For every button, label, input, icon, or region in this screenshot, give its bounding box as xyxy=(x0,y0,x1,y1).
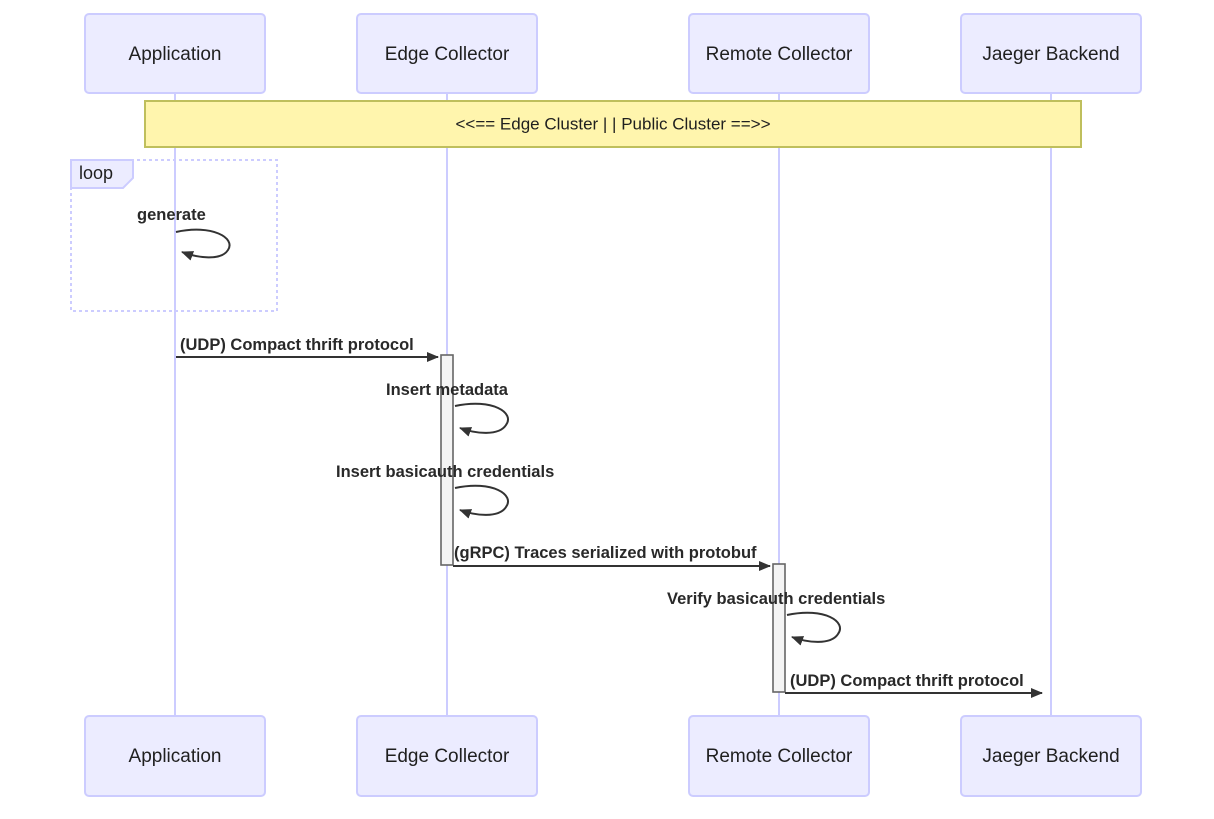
loop-fragment-tag xyxy=(70,159,134,189)
message-label: Insert basicauth credentials xyxy=(336,463,554,481)
loop-fragment-label: loop xyxy=(79,163,113,183)
participant-header-jaeger-backend[interactable]: Jaeger Backend xyxy=(960,13,1142,94)
participant-label: Jaeger Backend xyxy=(982,746,1119,767)
participant-label: Application xyxy=(129,746,222,767)
participant-label: Edge Collector xyxy=(385,44,510,65)
participant-footer-application[interactable]: Application xyxy=(84,715,266,797)
message-label: Insert metadata xyxy=(386,381,509,399)
message-label: Verify basicauth credentials xyxy=(667,590,885,608)
participant-box[interactable] xyxy=(960,13,1142,94)
message-insert-metadata[interactable]: Insert metadata xyxy=(386,381,509,437)
message-label: (UDP) Compact thrift protocol xyxy=(180,336,414,354)
participant-label: Edge Collector xyxy=(385,746,510,767)
participant-footer-edge-collector[interactable]: Edge Collector xyxy=(356,715,538,797)
note-edge-public-cluster[interactable]: <<== Edge Cluster | | Public Cluster ==>… xyxy=(144,100,1082,148)
message-label: (UDP) Compact thrift protocol xyxy=(790,672,1024,690)
self-message-arrow xyxy=(786,611,841,646)
participant-footer-remote-collector[interactable]: Remote Collector xyxy=(688,715,870,797)
message-label: (gRPC) Traces serialized with protobuf xyxy=(454,544,757,562)
note-box[interactable] xyxy=(144,100,1082,148)
note-label: <<== Edge Cluster | | Public Cluster ==>… xyxy=(455,114,770,133)
message-grpc-traces-protobuf[interactable]: (gRPC) Traces serialized with protobuf xyxy=(453,544,771,571)
message-verify-basicauth-credentials[interactable]: Verify basicauth credentials xyxy=(667,590,885,646)
participant-box[interactable] xyxy=(960,715,1142,797)
message-udp-compact-thrift-remote-to-jaeger[interactable]: (UDP) Compact thrift protocol xyxy=(785,672,1043,698)
participant-footer-jaeger-backend[interactable]: Jaeger Backend xyxy=(960,715,1142,797)
activation-bars xyxy=(440,354,786,693)
lifelines xyxy=(174,93,1052,716)
self-message-arrow xyxy=(175,228,231,261)
participant-header-edge-collector[interactable]: Edge Collector xyxy=(356,13,538,94)
activation-remote-collector xyxy=(772,563,786,693)
self-message-arrow xyxy=(454,402,509,437)
message-generate[interactable]: generate xyxy=(137,206,231,261)
participant-header-remote-collector[interactable]: Remote Collector xyxy=(688,13,870,94)
participant-box[interactable] xyxy=(688,715,870,797)
participant-label: Remote Collector xyxy=(706,44,853,65)
message-label: generate xyxy=(137,206,206,224)
participant-label: Remote Collector xyxy=(706,746,853,767)
participant-box[interactable] xyxy=(84,715,266,797)
participant-box[interactable] xyxy=(356,13,538,94)
message-udp-compact-thrift-app-to-edge[interactable]: (UDP) Compact thrift protocol xyxy=(176,336,439,362)
participant-label: Jaeger Backend xyxy=(982,44,1119,65)
participant-box[interactable] xyxy=(356,715,538,797)
self-message-arrow xyxy=(454,484,509,519)
participant-label: Application xyxy=(129,44,222,65)
participant-header-application[interactable]: Application xyxy=(84,13,266,94)
participant-box[interactable] xyxy=(688,13,870,94)
participant-box[interactable] xyxy=(84,13,266,94)
loop-fragment-box xyxy=(70,159,278,312)
activation-edge-collector xyxy=(440,354,454,566)
message-insert-basicauth-credentials[interactable]: Insert basicauth credentials xyxy=(336,463,554,519)
loop-fragment: loop xyxy=(70,159,278,312)
